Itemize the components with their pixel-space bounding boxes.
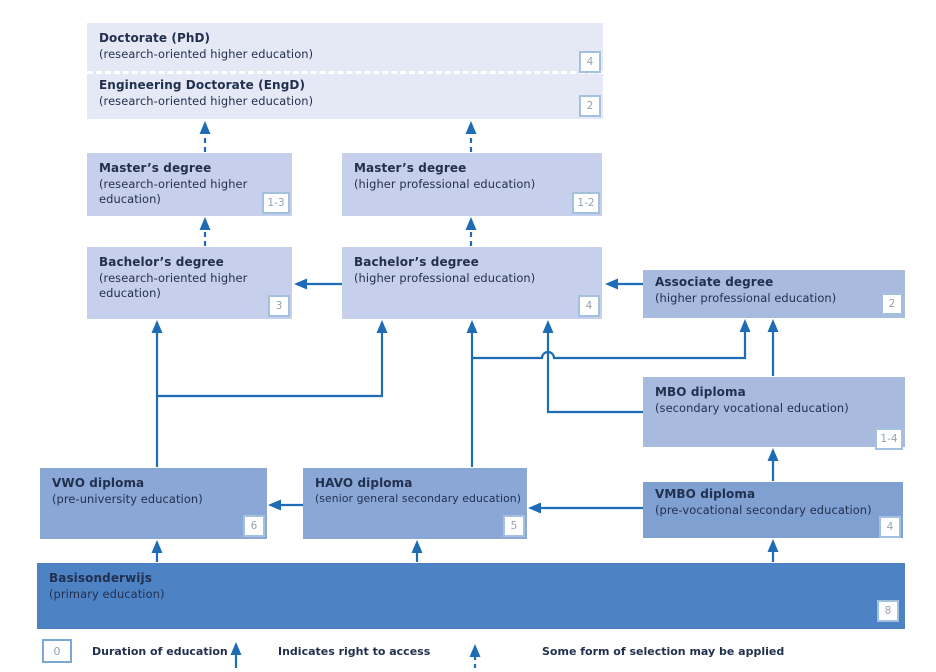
duration-badge: 1-3 <box>262 192 290 214</box>
box-basis: Basisonderwijs (primary education) 8 <box>37 563 905 629</box>
havo-title: HAVO diploma <box>315 476 413 490</box>
box-doctorate-phd: Doctorate (PhD) (research-oriented highe… <box>87 23 603 73</box>
master-wo-subtitle: (research-oriented higher education) <box>99 176 248 206</box>
duration-badge: 3 <box>268 295 290 317</box>
duration-badge: 5 <box>503 515 525 537</box>
edge-mbo-to-bachelor-hbo <box>542 320 643 414</box>
duration-badge: 1-4 <box>875 428 903 450</box>
doctorate-phd-subtitle: (research-oriented higher education) <box>99 46 314 61</box>
box-havo: HAVO diploma (senior general secondary e… <box>303 468 527 539</box>
vmbo-subtitle: (pre-vocational secondary education) <box>655 502 872 517</box>
basis-title: Basisonderwijs <box>49 571 152 585</box>
associate-title: Associate degree <box>655 275 774 289</box>
box-doctorate-engd: Engineering Doctorate (EngD) (research-o… <box>87 71 603 119</box>
doctorate-divider <box>87 71 603 74</box>
master-hbo-subtitle: (higher professional education) <box>354 176 536 191</box>
doctorate-engd-title: Engineering Doctorate (EngD) <box>99 78 306 92</box>
duration-badge: 1-2 <box>572 192 600 214</box>
vmbo-title: VMBO diploma <box>655 487 756 501</box>
duration-badge: 2 <box>579 95 601 117</box>
legend-selection-label: Some form of selection may be applied <box>542 645 785 658</box>
edge-havo-to-associate <box>472 319 751 360</box>
box-mbo: MBO diploma (secondary vocational educat… <box>643 377 905 450</box>
box-master-wo: Master’s degree (research-oriented highe… <box>87 153 292 216</box>
bachelor-wo-title: Bachelor’s degree <box>99 255 224 269</box>
havo-subtitle: (senior general secondary education) <box>315 491 522 505</box>
box-vwo: VWO diploma (pre-university education) 6 <box>40 468 267 539</box>
box-associate: Associate degree (higher professional ed… <box>643 270 905 318</box>
associate-subtitle: (higher professional education) <box>655 290 837 305</box>
box-vmbo: VMBO diploma (pre-vocational secondary e… <box>643 482 903 538</box>
duration-badge: 4 <box>879 516 901 538</box>
legend-duration-label: Duration of education <box>92 645 228 658</box>
duration-badge: 8 <box>877 600 899 622</box>
master-wo-title: Master’s degree <box>99 161 212 175</box>
basis-subtitle: (primary education) <box>49 586 165 601</box>
mbo-title: MBO diploma <box>655 385 746 399</box>
doctorate-engd-subtitle: (research-oriented higher education) <box>99 93 314 108</box>
legend-access-label: Indicates right to access <box>278 645 431 658</box>
duration-badge: 4 <box>578 295 600 317</box>
legend-duration-badge: 0 <box>42 639 72 663</box>
doctorate-phd-title: Doctorate (PhD) <box>99 31 211 45</box>
box-doctorate: Doctorate (PhD) (research-oriented highe… <box>87 23 603 119</box>
master-hbo-title: Master’s degree <box>354 161 467 175</box>
edge-vwo-to-bachelor-hbo <box>157 320 388 398</box>
box-bachelor-wo: Bachelor’s degree (research-oriented hig… <box>87 247 292 319</box>
bachelor-hbo-title: Bachelor’s degree <box>354 255 479 269</box>
box-bachelor-hbo: Bachelor’s degree (higher professional e… <box>342 247 602 319</box>
vwo-subtitle: (pre-university education) <box>52 491 203 506</box>
duration-badge: 4 <box>579 51 601 73</box>
box-master-hbo: Master’s degree (higher professional edu… <box>342 153 602 216</box>
duration-badge: 2 <box>881 293 903 315</box>
mbo-subtitle: (secondary vocational education) <box>655 400 849 415</box>
bachelor-hbo-subtitle: (higher professional education) <box>354 270 536 285</box>
duration-badge: 6 <box>243 515 265 537</box>
vwo-title: VWO diploma <box>52 476 145 490</box>
bachelor-wo-subtitle: (research-oriented higher education) <box>99 270 248 300</box>
